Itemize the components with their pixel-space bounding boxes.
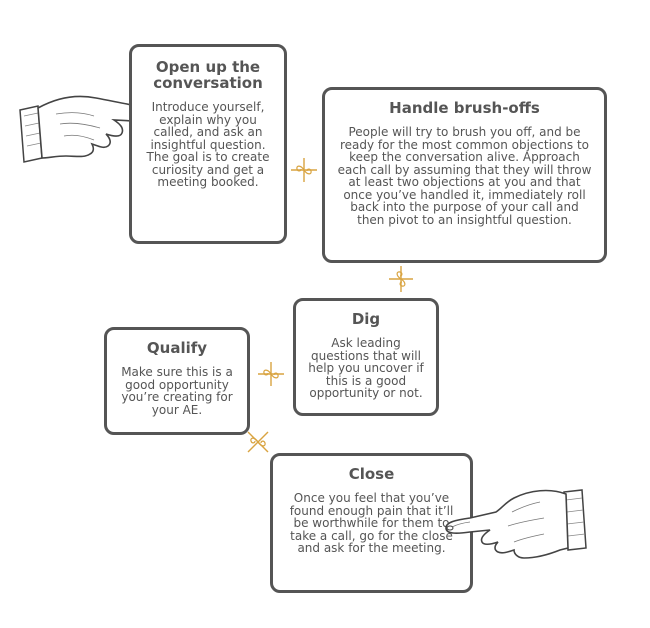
step-title: Open up the conversation xyxy=(153,58,263,92)
step-card-open-conversation: Open up the conversation Introduce yours… xyxy=(129,44,287,244)
hand-pointing-left-icon xyxy=(445,489,587,559)
step-description: Make sure this is a good opportunity you… xyxy=(121,365,233,417)
step-card-handle-brush-offs: Handle brush-offs People will try to bru… xyxy=(322,87,607,263)
step-title: Close xyxy=(348,465,395,483)
step-description: Once you feel that you’ve found enough p… xyxy=(289,491,454,555)
step-description: People will try to brush you off, and be… xyxy=(337,125,592,227)
step-description: Ask leading questions that will help you… xyxy=(308,336,424,400)
step-title: Qualify xyxy=(146,339,208,357)
step-description: Introduce yourself, explain why you call… xyxy=(146,100,270,189)
step-card-qualify: Qualify Make sure this is a good opportu… xyxy=(104,327,250,435)
flourish-ornament-icon xyxy=(258,362,284,386)
flourish-ornament-icon xyxy=(291,158,317,182)
step-card-close: Close Once you feel that you’ve found en… xyxy=(270,453,473,593)
step-title: Dig xyxy=(351,310,381,328)
flourish-ornament-icon xyxy=(247,431,269,453)
step-card-dig: Dig Ask leading questions that will help… xyxy=(293,298,439,416)
step-title: Handle brush-offs xyxy=(389,99,540,117)
flourish-ornament-icon xyxy=(389,266,413,292)
